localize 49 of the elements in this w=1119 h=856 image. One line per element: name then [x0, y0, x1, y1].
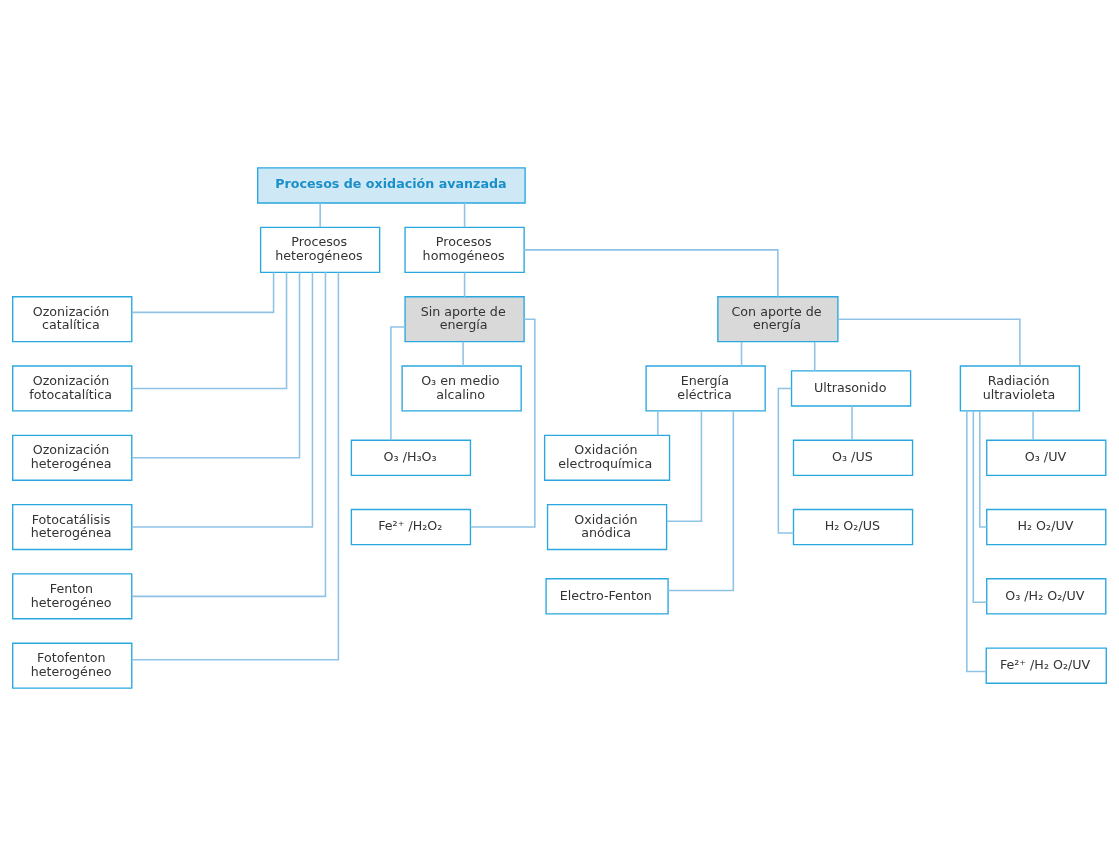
node-box: Oxidación anódica [546, 503, 668, 551]
connector [667, 410, 735, 592]
connector [131, 271, 301, 459]
connector [523, 249, 779, 298]
connector [469, 318, 536, 528]
node-box: Con aporte de energía [717, 296, 839, 343]
connector [851, 405, 853, 441]
connector [131, 271, 275, 314]
connector [131, 271, 288, 390]
node-box: Electro-Fenton [545, 578, 669, 615]
node-box: Sin aporte de energía [404, 296, 525, 343]
node-box: Ultrasonido [790, 370, 912, 407]
node-box: Ozonización heterogénea [12, 434, 133, 481]
node-box: O₃ /UV [986, 439, 1107, 476]
connector [979, 410, 988, 528]
connector [1032, 410, 1034, 441]
node-box: Fenton heterogéneo [12, 573, 133, 620]
connector [740, 341, 743, 367]
connector [131, 271, 314, 528]
node-box: H₂ O₂/US [792, 508, 914, 546]
connector [463, 271, 466, 298]
connector [837, 318, 1021, 367]
node-box: Procesos de oxidación avanzada [257, 167, 526, 204]
node-box: Ozonización fotocatalítica [12, 365, 133, 412]
node-box: H₂ O₂/UV [986, 508, 1107, 546]
node-box: Energía eléctrica [645, 365, 766, 412]
connector [463, 202, 466, 228]
node-box: Ozonización catalítica [12, 296, 133, 343]
node-box: Radiación ultravioleta [959, 365, 1081, 412]
node-box: Fotofenton heterogéneo [12, 642, 133, 689]
node-box: Fotocatálisis heterogénea [12, 503, 133, 551]
connector [657, 410, 659, 437]
connector [131, 271, 327, 598]
node-box: O₃ en medio alcalino [401, 365, 522, 412]
node-box: Oxidación electroquímica [543, 434, 671, 481]
connector [666, 410, 703, 522]
node-box: O₃ /H₂ O₂/UV [986, 578, 1107, 615]
connector [966, 410, 987, 673]
node-box: Fe²⁺ /H₂ O₂/UV [985, 647, 1107, 684]
node-box: Procesos homogéneos [404, 226, 525, 273]
connector [813, 341, 816, 372]
connector [319, 202, 321, 228]
node-box: Fe²⁺ /H₂O₂ [350, 508, 472, 546]
connector [462, 341, 464, 367]
node-box: O₃ /US [792, 439, 914, 476]
node-box: Procesos heterogéneos [259, 226, 381, 273]
connector [131, 271, 340, 661]
connector [972, 410, 988, 603]
node-box: O₃ /H₃O₃ [350, 439, 472, 476]
